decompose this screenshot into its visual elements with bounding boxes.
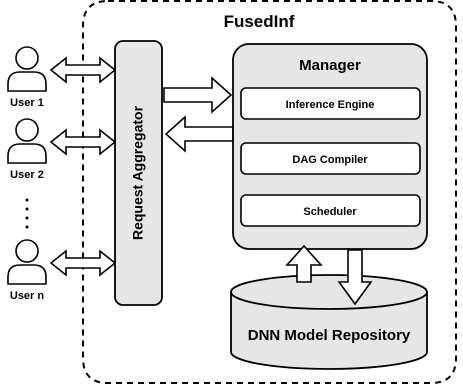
user-icon xyxy=(7,239,47,285)
dag-compiler-box xyxy=(240,142,421,175)
system-title: FusedInf xyxy=(224,12,295,31)
dnn-model-repository-label: DNN Model Repository xyxy=(248,327,411,344)
ellipsis-icon xyxy=(25,198,29,229)
user-icon xyxy=(7,118,47,164)
user-label: User 2 xyxy=(10,169,44,181)
request-arrow-icon xyxy=(163,76,233,114)
up-arrow-icon xyxy=(285,244,323,283)
down-arrow-icon xyxy=(337,249,373,306)
dnn-model-repository-cylinder xyxy=(230,274,428,370)
scheduler-box xyxy=(240,194,421,227)
inference-engine-box xyxy=(240,87,421,120)
dag-compiler-label: DAG Compiler xyxy=(292,154,368,166)
request-aggregator-label: Request Aggregator xyxy=(130,105,146,240)
manager-title: Manager xyxy=(299,57,361,74)
user-label: User n xyxy=(10,290,45,302)
user-icon xyxy=(7,46,47,92)
request-aggregator-box xyxy=(114,40,163,306)
inference-engine-label: Inference Engine xyxy=(286,99,375,111)
user-label: User 1 xyxy=(10,97,44,109)
scheduler-label: Scheduler xyxy=(303,206,357,218)
response-arrow-icon xyxy=(164,115,234,153)
